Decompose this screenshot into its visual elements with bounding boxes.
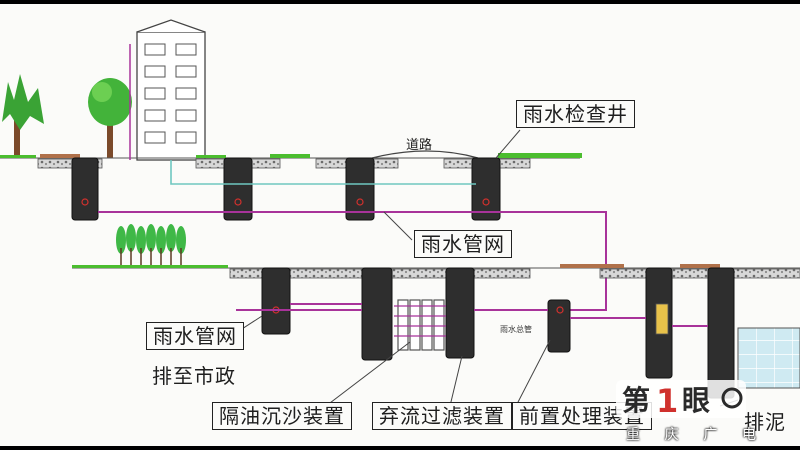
station-name: 重 庆 广 电 [626,424,756,444]
label-main-pipe: 雨水总管 [500,325,532,334]
svg-text:眼: 眼 [682,384,710,417]
lower-tanks [261,267,735,399]
rainwater-pipe-lower [236,303,708,327]
rainwater-system-diagram [0,19,800,407]
storage-tank [737,327,800,389]
diagram-canvas: 雨水检查井 道路 雨水管网 雨水管网 排至市政 隔油沉沙装置 弃流过滤装置 前置… [0,4,800,446]
svg-text:1: 1 [656,382,678,420]
station-char: 庆 [664,427,679,443]
filter-device [397,299,445,351]
svg-text:第: 第 [622,384,650,417]
tree-round [88,78,132,158]
apartment-building [136,19,206,161]
lower-ground [72,264,800,279]
tv-station-watermark: 第 1 眼 重 庆 广 电 [612,376,762,446]
rainwater-pipe-upper [98,211,607,311]
label-discharge: 排至市政 [152,364,236,388]
label-pipe-network-upper: 雨水管网 [414,230,512,258]
tree-row-lower [116,224,186,266]
station-logo-icon: 第 1 眼 [616,380,746,420]
tree-left [2,74,44,156]
label-sludge: 排泥 [744,410,786,434]
label-filter-device: 弃流过滤装置 [372,402,512,430]
label-pipe-network-lower: 雨水管网 [146,322,244,350]
label-road: 道路 [406,138,433,153]
station-char: 电 [741,427,756,443]
station-char: 重 [626,427,640,443]
label-inspection-well: 雨水检查井 [516,100,635,128]
label-oil-sand-device: 隔油沉沙装置 [212,402,352,430]
downspout-pipe [170,160,476,185]
upper-inspection-wells [71,157,501,221]
station-char: 广 [703,427,718,443]
